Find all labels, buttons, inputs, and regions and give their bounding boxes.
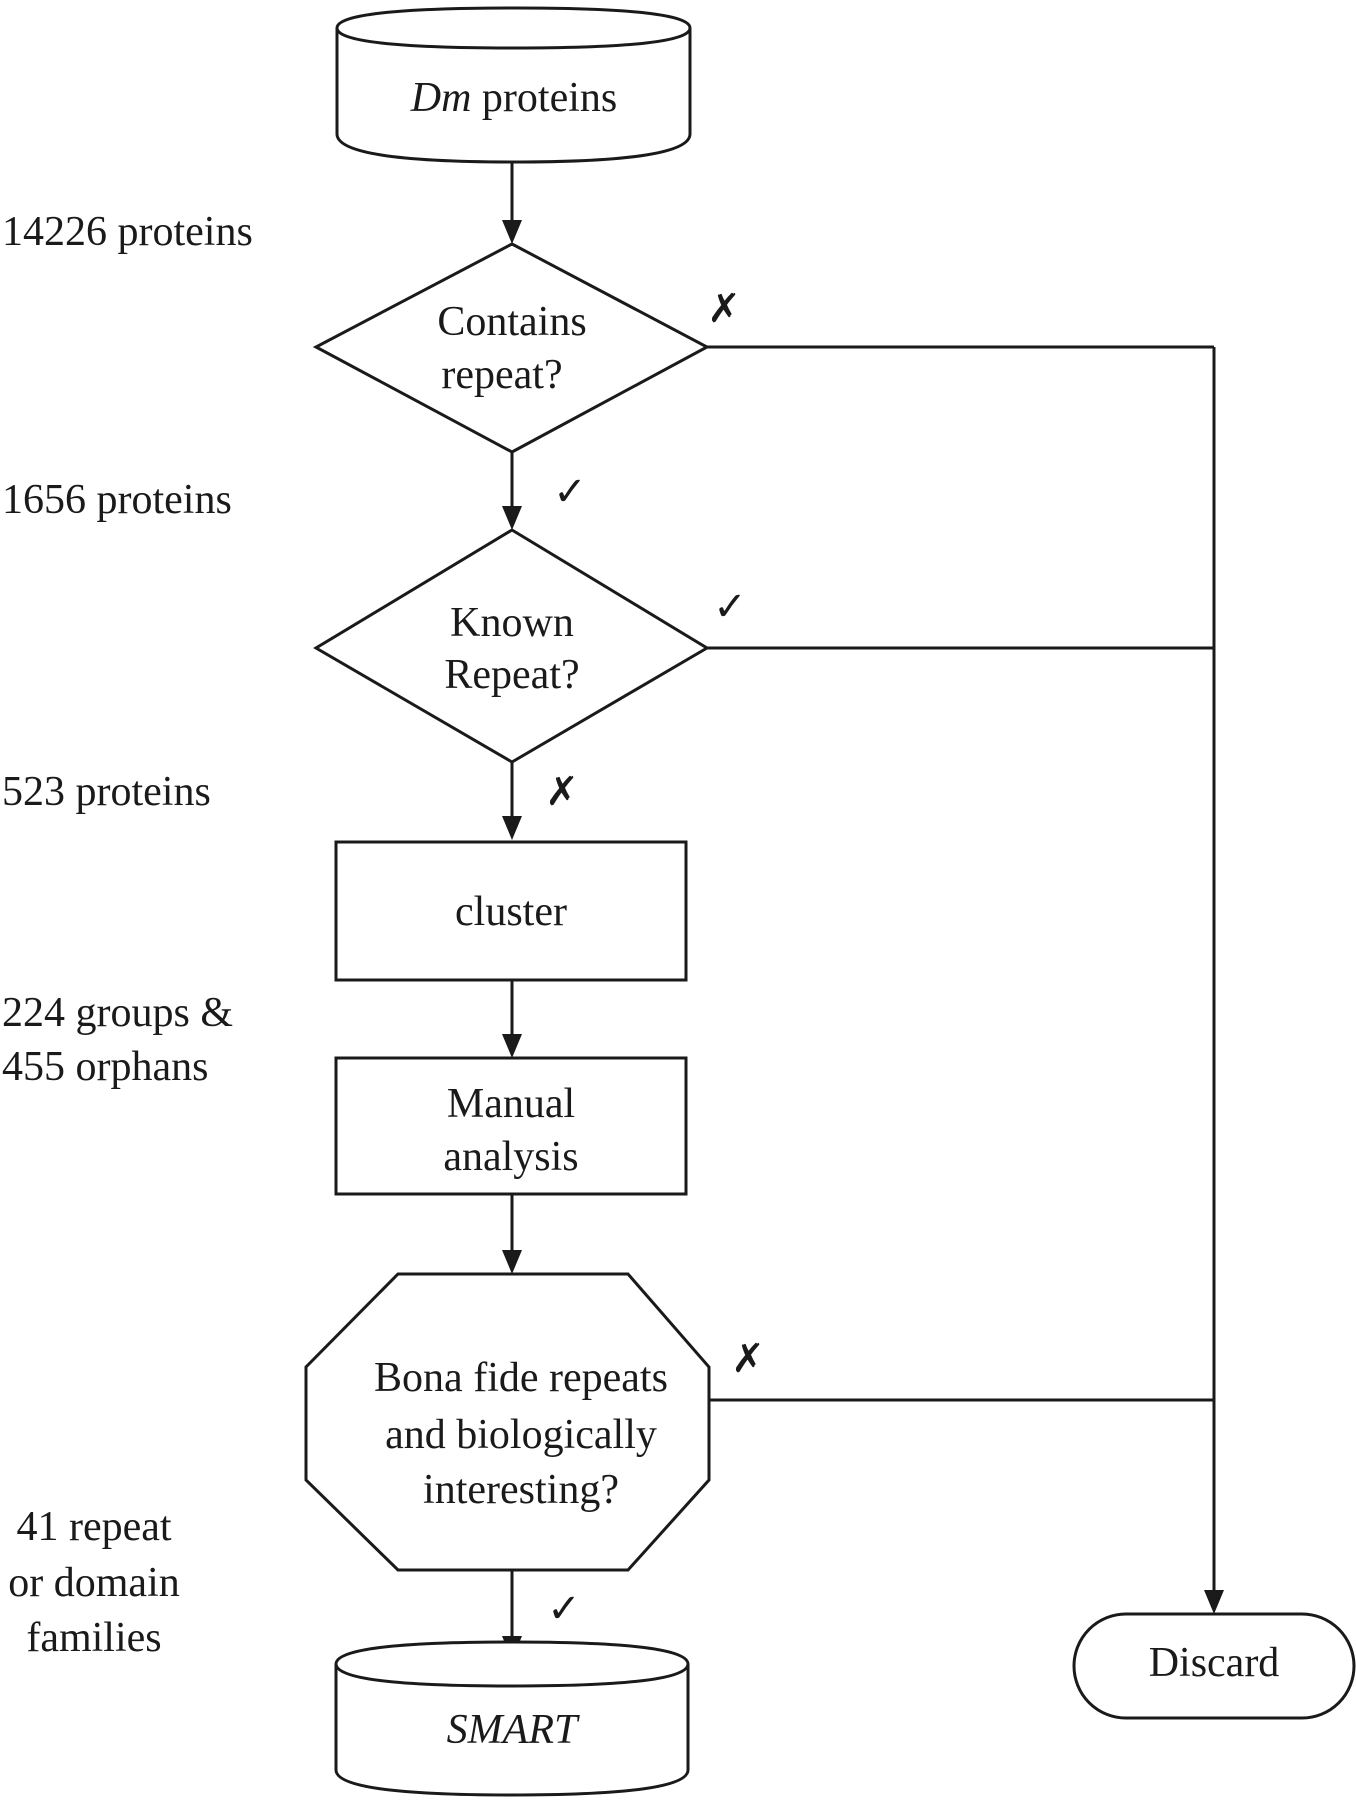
node-known-repeat-decision: Known Repeat? [313, 528, 710, 764]
node-start-database: Dm proteins [335, 6, 692, 164]
decision-marks: ✗ ✓ ✓ ✗ ✗ ✓ [545, 286, 765, 1632]
contains-line1: Contains [437, 299, 586, 345]
bona-line1: Bona fide repeats [374, 1355, 668, 1401]
count-14226: 14226 proteins [2, 209, 253, 255]
start-label-rest: proteins [471, 75, 617, 121]
check-icon: ✓ [547, 1586, 581, 1632]
contains-line2: repeat? [441, 352, 562, 398]
known-line2: Repeat? [444, 652, 579, 698]
node-cluster-process: cluster [334, 840, 688, 982]
node-contains-repeat-decision: Contains repeat? [312, 242, 711, 454]
node-manual-analysis-process: Manual analysis [334, 1056, 688, 1196]
count-families-line1: 41 repeat [16, 1504, 171, 1550]
arrowhead-icon [502, 220, 522, 244]
count-groups-line1: 224 groups & [2, 990, 233, 1036]
count-families-line2: or domain [8, 1560, 179, 1606]
cross-icon: ✗ [707, 286, 741, 332]
check-icon: ✓ [553, 469, 587, 515]
start-label-italic: Dm [410, 75, 472, 121]
count-families-line3: families [26, 1615, 161, 1661]
count-523: 523 proteins [2, 769, 211, 815]
check-icon: ✓ [713, 584, 747, 630]
manual-line1: Manual [447, 1081, 575, 1127]
bona-line3: interesting? [423, 1467, 619, 1513]
arrowhead-icon [1204, 1590, 1224, 1614]
count-labels: 14226 proteins 1656 proteins 523 protein… [2, 209, 253, 1661]
cluster-label: cluster [455, 889, 567, 935]
arrowhead-icon [502, 816, 522, 840]
cross-icon: ✗ [545, 769, 579, 815]
node-bona-fide-decision: Bona fide repeats and biologically inter… [304, 1272, 711, 1572]
arrowhead-icon [502, 1034, 522, 1058]
cross-icon: ✗ [731, 1336, 765, 1382]
discard-label: Discard [1149, 1640, 1280, 1686]
manual-line2: analysis [443, 1134, 578, 1180]
arrowhead-icon [502, 506, 522, 530]
svg-text:Dm proteins: Dm proteins [410, 75, 617, 121]
smart-label: SMART [447, 1707, 580, 1753]
bona-line2: and biologically [385, 1412, 657, 1458]
arrowhead-icon [502, 1250, 522, 1274]
count-1656: 1656 proteins [2, 477, 232, 523]
node-smart-database: SMART [334, 1640, 690, 1797]
count-groups-line2: 455 orphans [2, 1044, 208, 1090]
node-discard-terminal: Discard [1072, 1612, 1356, 1720]
known-line1: Known [450, 600, 574, 646]
